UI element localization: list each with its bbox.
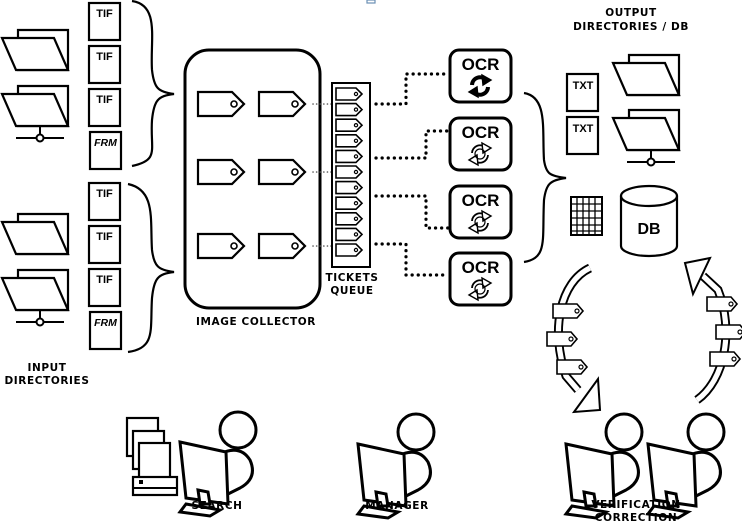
svg-text:TXT: TXT xyxy=(573,123,594,135)
search-label: SEARCH xyxy=(191,500,242,512)
ticket-icon xyxy=(196,158,246,186)
ticket-icon xyxy=(257,232,307,260)
input-label-line2: DIRECTORIES xyxy=(4,375,89,387)
input-file-tif: TIF xyxy=(87,87,122,128)
verification-cycle xyxy=(546,256,742,414)
output-txt-file: TXT xyxy=(565,115,600,156)
arrow-up-icon xyxy=(683,256,712,297)
folder-icon xyxy=(0,212,70,256)
svg-text:TIF: TIF xyxy=(96,94,113,106)
ticket-icon xyxy=(257,158,307,186)
input-brace-1 xyxy=(131,0,175,168)
queue-label-line1: TICKETS xyxy=(325,272,378,284)
queue-ticket-icon xyxy=(335,149,363,164)
route-ocr-2 xyxy=(374,129,450,160)
ocr-unit-2: OCR xyxy=(448,116,513,172)
refresh-cycle-icon xyxy=(467,276,493,302)
db-label: DB xyxy=(637,221,660,238)
refresh-cycle-icon xyxy=(467,209,493,235)
queue-ticket-icon xyxy=(335,87,363,101)
queue-tickets xyxy=(335,87,363,257)
svg-text:TIF: TIF xyxy=(96,274,113,286)
svg-text:FRM: FRM xyxy=(94,317,117,329)
output-txt-file: TXT xyxy=(565,72,600,113)
refresh-cycle-icon xyxy=(467,141,493,167)
arrow-down-icon xyxy=(571,376,602,414)
output-network-folder-icon xyxy=(613,110,679,166)
queue-ticket-icon xyxy=(335,180,363,195)
output-brace xyxy=(523,91,567,264)
input-file-tif: TIF xyxy=(87,267,122,308)
ocr-label: OCR xyxy=(462,258,500,277)
queue-ticket-icon xyxy=(335,196,363,210)
ocr-label: OCR xyxy=(462,191,500,210)
folder-icon xyxy=(0,28,70,72)
route-ocr-3 xyxy=(374,194,450,230)
image-collector-label: IMAGE COLLECTOR xyxy=(196,316,316,328)
queue-ticket-icon xyxy=(335,102,363,117)
network-folder-icon xyxy=(2,86,68,142)
svg-text:TIF: TIF xyxy=(96,51,113,63)
ticket-icon xyxy=(257,90,307,118)
manager-label: MANAGER xyxy=(365,500,429,512)
queue-ticket-icon xyxy=(335,243,363,257)
input-file-tif: TIF xyxy=(87,224,122,265)
input-file-frm: FRM xyxy=(88,130,123,171)
route-ocr-1 xyxy=(374,72,450,106)
ocr-label: OCR xyxy=(462,123,500,142)
output-label-line2: DIRECTORIES / DB xyxy=(573,21,689,33)
ocr-label: OCR xyxy=(462,55,500,74)
ticket-icon xyxy=(196,90,246,118)
input-label-line1: INPUT xyxy=(27,362,66,374)
svg-text:TIF: TIF xyxy=(96,8,113,20)
input-directories xyxy=(0,28,70,326)
output-label-line1: OUTPUT xyxy=(605,7,657,19)
queue-label-line2: QUEUE xyxy=(330,285,373,297)
input-files: TIF TIF TIF FRM TIF TIF TIF FRM xyxy=(87,1,123,351)
input-file-tif: TIF xyxy=(87,1,122,42)
table-grid-icon xyxy=(570,196,603,236)
ocr-unit-1: OCR xyxy=(448,48,513,104)
database-icon: DB xyxy=(619,184,679,258)
top-marker xyxy=(366,0,376,4)
search-documents-icon xyxy=(125,416,179,497)
input-file-frm: FRM xyxy=(88,310,123,351)
output-folder-icon xyxy=(611,53,681,97)
input-file-tif: TIF xyxy=(87,181,122,222)
svg-text:TXT: TXT xyxy=(573,80,594,92)
input-brace-2 xyxy=(127,182,175,354)
input-file-tif: TIF xyxy=(87,44,122,85)
verification-label-line1: VERIFICATION xyxy=(591,499,680,511)
ocr-unit-3: OCR xyxy=(448,184,513,240)
refresh-cycle-icon xyxy=(467,73,493,99)
ocr-unit-4: OCR xyxy=(448,251,513,307)
svg-text:TIF: TIF xyxy=(96,188,113,200)
queue-ticket-icon xyxy=(335,165,363,179)
ticket-icon xyxy=(196,232,246,260)
queue-ticket-icon xyxy=(335,134,363,148)
route-ocr-4 xyxy=(374,242,450,277)
queue-ticket-icon xyxy=(335,212,363,226)
queue-ticket-icon xyxy=(335,118,363,132)
network-folder-icon xyxy=(2,270,68,326)
queue-ticket-icon xyxy=(335,227,363,242)
ocr-units: OCR OCR OCR OCR xyxy=(448,48,513,307)
svg-text:TIF: TIF xyxy=(96,231,113,243)
svg-text:FRM: FRM xyxy=(94,137,117,149)
verification-label-line2: CORRECTION xyxy=(595,512,677,524)
